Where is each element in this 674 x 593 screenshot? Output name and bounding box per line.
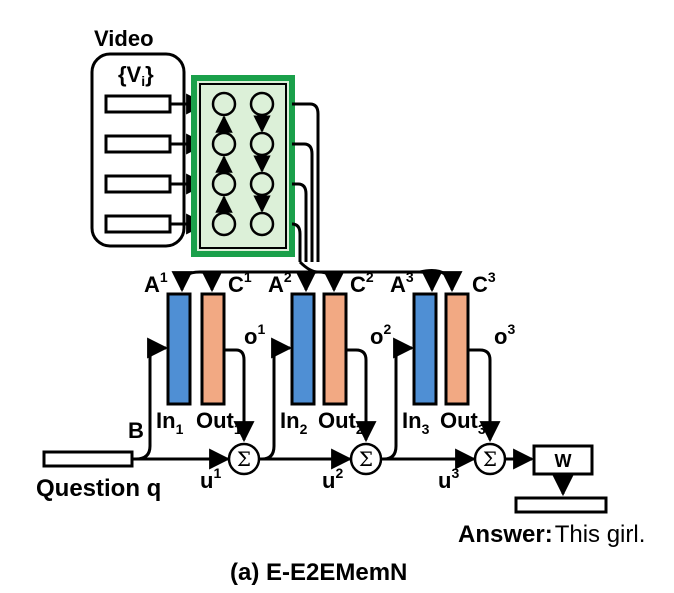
bus-to-a2 — [295, 270, 319, 293]
label-u1: u1 — [200, 465, 221, 493]
label-a3: A3 — [390, 269, 414, 297]
label-o1: o1 — [244, 321, 265, 349]
memory-out-1 — [200, 292, 226, 406]
lstm-cell-f1 — [211, 91, 237, 117]
lstm-output-line-2 — [292, 142, 314, 262]
o2-to-sum2 — [346, 348, 377, 443]
bus-to-a1 — [171, 270, 318, 293]
label-o2: o2 — [370, 321, 391, 349]
bilstm-block — [191, 75, 295, 257]
video-frame-1 — [104, 94, 172, 114]
answer-line: Answer:This girl. — [458, 521, 645, 548]
memory-in-3 — [412, 292, 438, 406]
lstm-output-line-1 — [292, 102, 320, 262]
bus-to-c3 — [419, 269, 463, 293]
video-frame-3 — [104, 174, 172, 194]
lstm-output-line-4 — [291, 222, 302, 262]
label-out3: Out3 — [440, 408, 486, 437]
sum-symbol-2: Σ — [359, 447, 373, 471]
sum-symbol-1: Σ — [237, 447, 251, 471]
video-frame-4 — [104, 214, 172, 234]
label-in3: In3 — [402, 408, 430, 437]
lstm-cell-b4 — [249, 211, 275, 237]
label-c2: C2 — [350, 269, 374, 297]
o1-to-sum1 — [224, 348, 255, 443]
memory-in-1 — [166, 292, 192, 406]
bilstm-inner-border — [199, 83, 287, 249]
label-in2: In2 — [280, 408, 308, 437]
question-label: Question q — [36, 475, 161, 502]
lstm-output-line-3 — [292, 182, 308, 262]
label-a1: A1 — [144, 269, 168, 297]
u1-to-in2 — [259, 337, 293, 461]
figure-caption: (a) E-E2EMemN — [230, 559, 407, 586]
label-u3: u3 — [438, 465, 459, 493]
video-set-label: {Vi} — [118, 62, 154, 89]
memory-out-2 — [322, 292, 348, 406]
label-c3: C3 — [472, 269, 496, 297]
answer-box — [514, 496, 608, 514]
label-out2: Out2 — [318, 408, 364, 437]
sum-symbol-3: Σ — [483, 447, 497, 471]
label-c1: C1 — [228, 269, 252, 297]
video-label: Video — [94, 26, 154, 51]
bus-to-c1 — [199, 270, 223, 293]
w-label: W — [555, 451, 572, 471]
o3-to-sum3 — [468, 348, 501, 443]
video-frame-2 — [104, 134, 172, 154]
w-box — [532, 444, 594, 476]
question-box — [42, 450, 134, 468]
memory-out-3 — [444, 292, 470, 406]
label-o3: o3 — [494, 321, 515, 349]
u2-to-in3 — [381, 337, 415, 461]
label-out1: Out1 — [196, 408, 242, 437]
label-in1: In1 — [156, 408, 184, 437]
label-u2: u2 — [322, 465, 343, 493]
bus-to-c2 — [317, 270, 345, 293]
label-a2: A2 — [268, 269, 292, 297]
label-b: B — [128, 418, 144, 443]
memory-in-2 — [290, 292, 316, 406]
